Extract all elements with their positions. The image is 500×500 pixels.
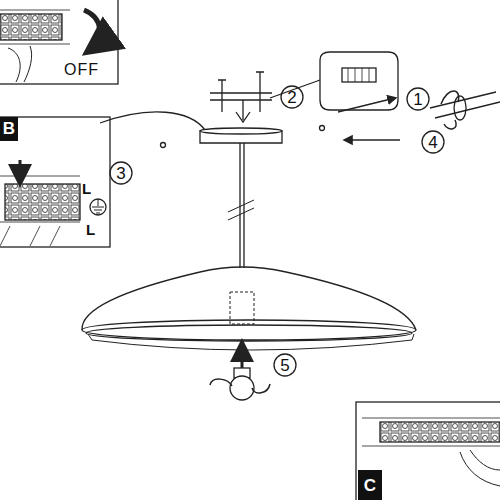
callout-number: 4: [422, 134, 444, 151]
inset-tag: B: [0, 120, 18, 137]
callout-number: 2: [281, 89, 303, 106]
wire-label: L: [86, 222, 95, 237]
switch-state: OFF: [64, 62, 99, 78]
inset-tag: C: [361, 477, 379, 494]
callout-number: 1: [407, 91, 429, 108]
callout-number: 5: [274, 357, 296, 374]
wire-label: L: [82, 181, 91, 196]
callout-number: 3: [110, 165, 132, 182]
